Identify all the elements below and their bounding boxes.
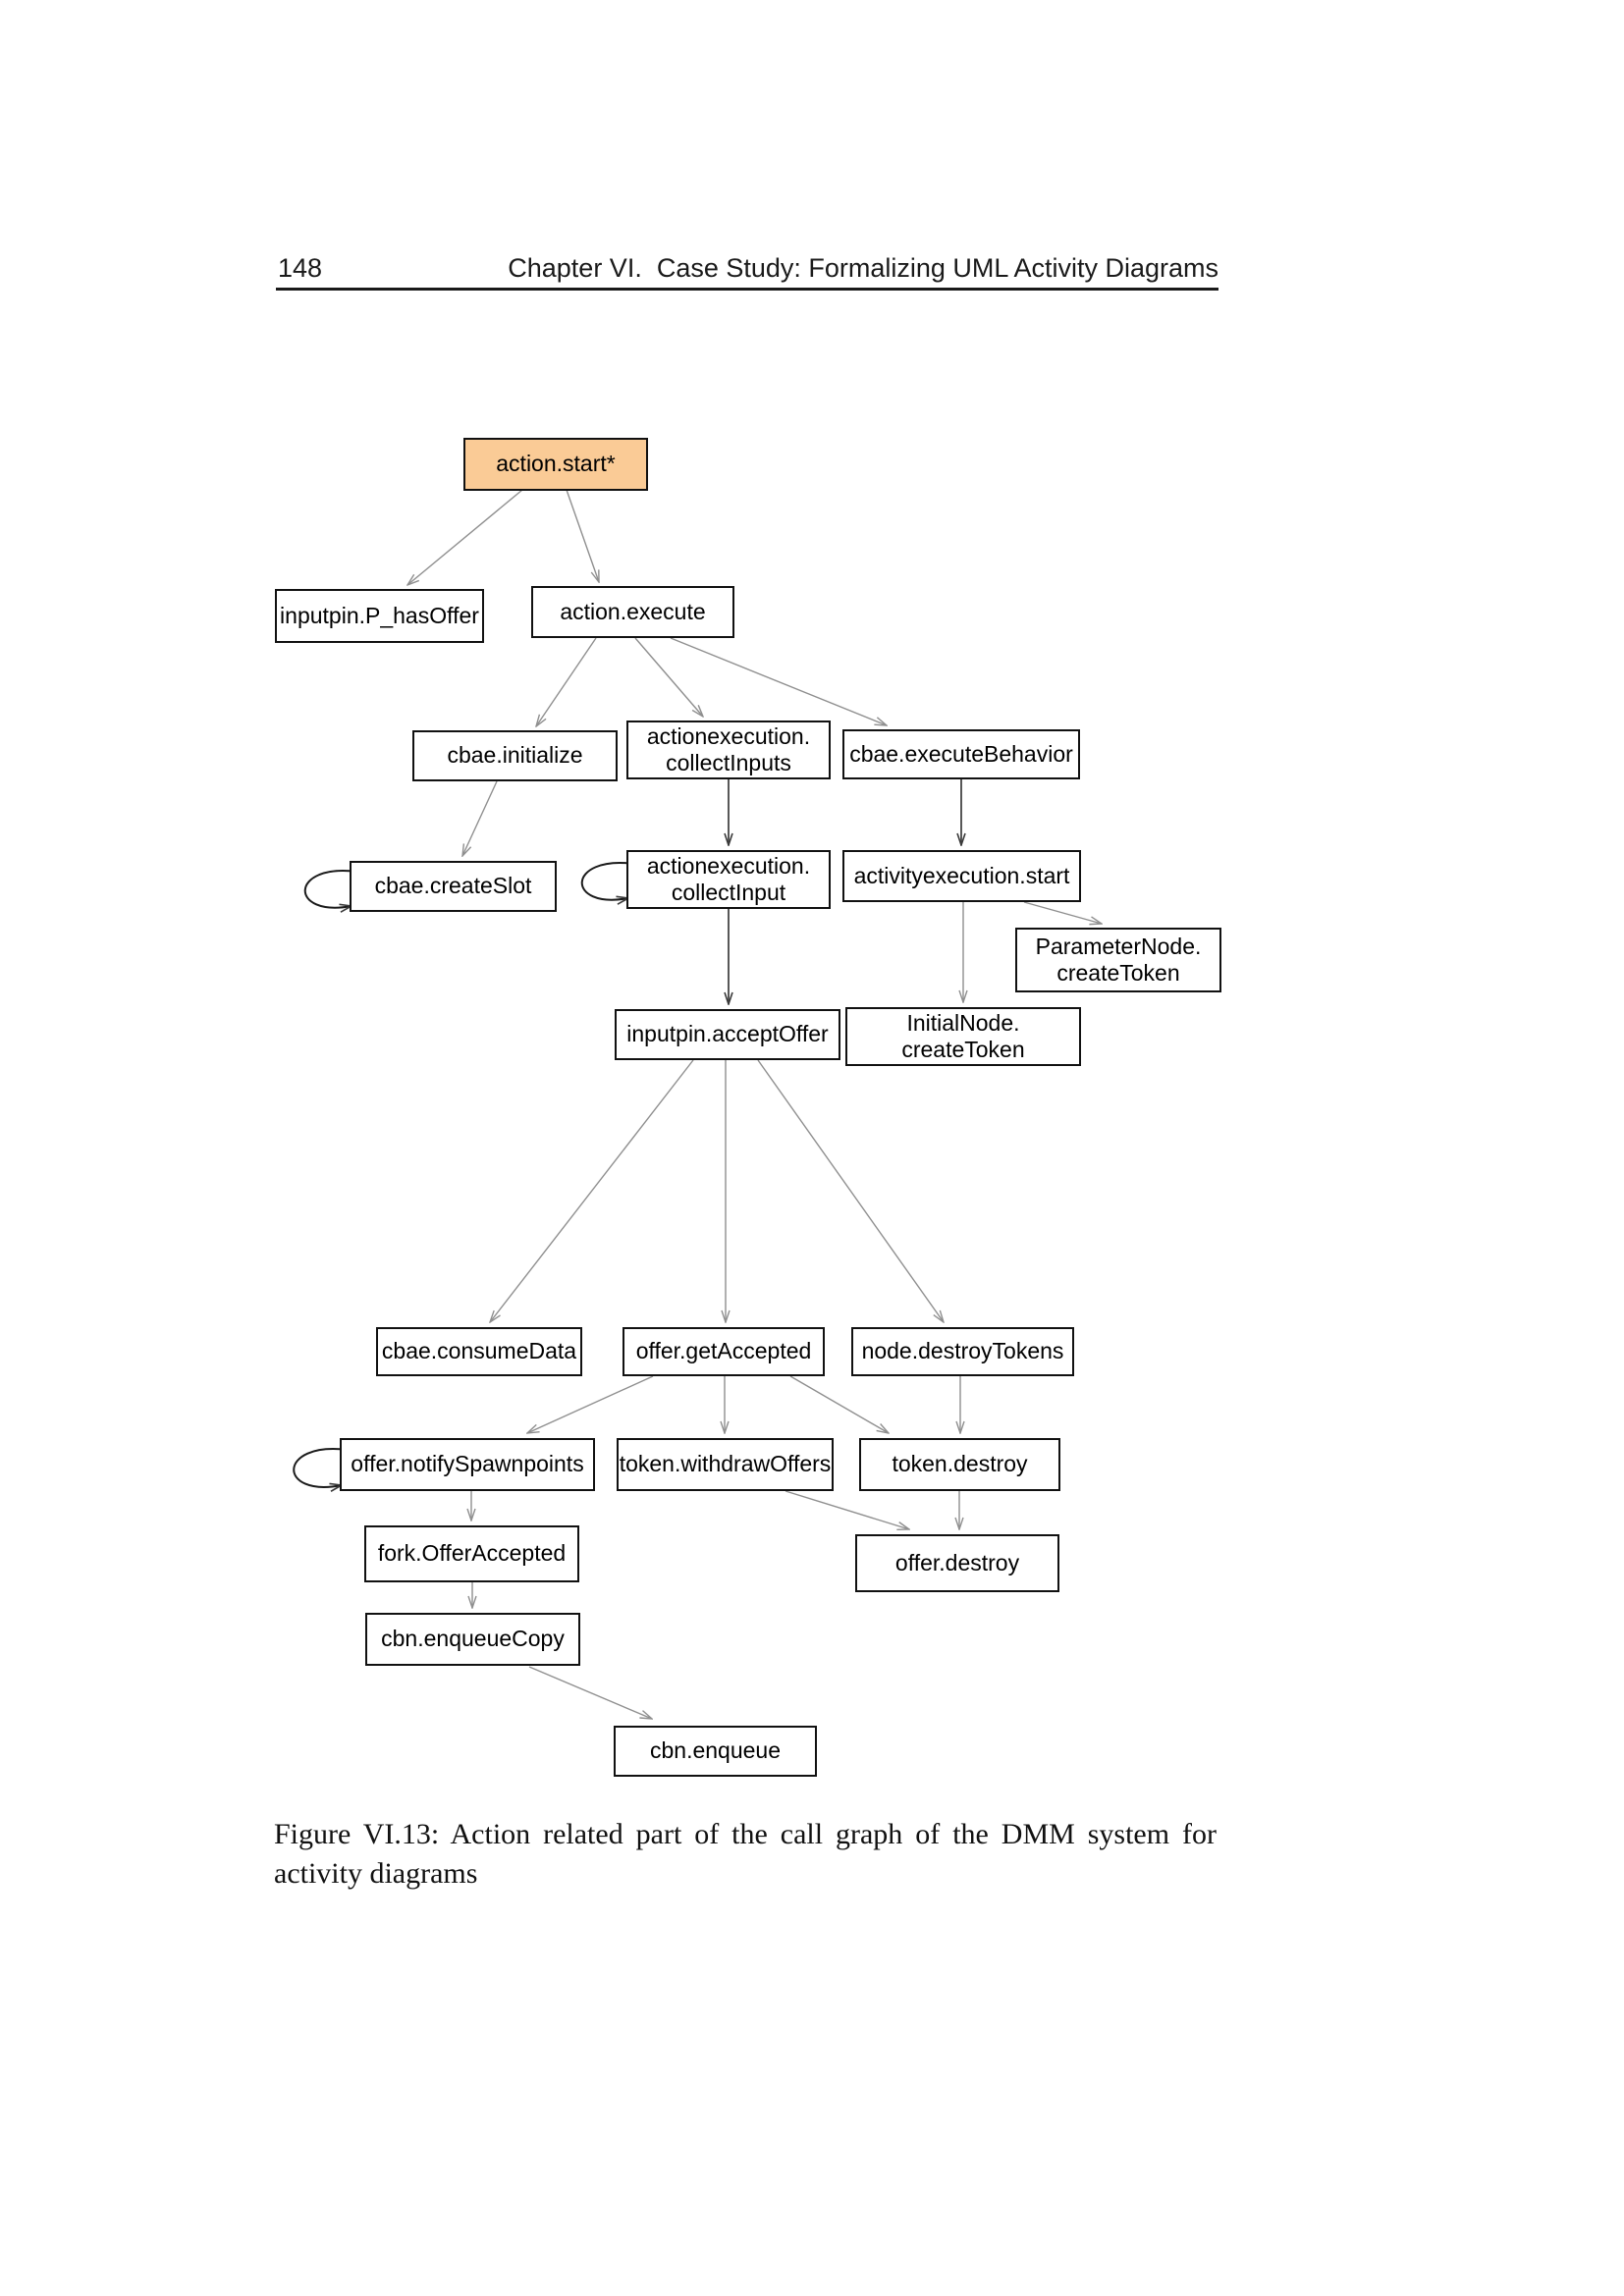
edge-getaccepted-to-token-destroy	[789, 1375, 889, 1433]
node-parameternode-createtoken: ParameterNode. createToken	[1015, 928, 1221, 992]
node-cbae-createslot: cbae.createSlot	[350, 861, 557, 912]
node-activityexecution-start: activityexecution.start	[842, 850, 1081, 902]
node-label: inputpin.P_hasOffer	[280, 602, 479, 628]
node-offer-getaccepted: offer.getAccepted	[623, 1327, 825, 1376]
node-label: activityexecution.start	[853, 862, 1070, 888]
node-cbae-initialize: cbae.initialize	[412, 730, 618, 781]
node-label: InitialNode.	[906, 1009, 1020, 1036]
node-label: fork.OfferAccepted	[377, 1540, 567, 1567]
node-cbae-executebehavior: cbae.executeBehavior	[842, 729, 1080, 779]
node-label: cbae.executeBehavior	[849, 740, 1073, 767]
node-cbae-consumedata: cbae.consumeData	[376, 1327, 582, 1376]
node-label: offer.getAccepted	[635, 1338, 812, 1364]
node-label: cbn.enqueue	[649, 1737, 781, 1764]
node-cbn-enqueue: cbn.enqueue	[614, 1726, 817, 1777]
node-label: collectInput	[671, 880, 786, 905]
edge-action-execute-to-collectinputs	[634, 637, 703, 717]
edge-withdrawoffers-to-offer-destroy	[785, 1490, 909, 1529]
edge-activityexecution-start-to-parameternode-createtoken	[1023, 901, 1102, 924]
edge-action-start-to-inputpin-p-hasoffer	[407, 489, 523, 585]
node-label: actionexecution.	[646, 852, 811, 879]
node-label: action.start*	[496, 451, 616, 477]
node-inputpin-p-hasoffer: inputpin.P_hasOffer	[275, 589, 484, 643]
node-action-start: action.start*	[463, 438, 648, 491]
node-label: inputpin.acceptOffer	[626, 1021, 829, 1047]
node-label: cbae.createSlot	[374, 873, 532, 899]
edge-action-start-to-action-execute	[566, 489, 599, 582]
edge-acceptoffer-to-cbae-consumedata	[490, 1059, 694, 1322]
node-label: createToken	[901, 1037, 1025, 1062]
figure-caption-line-1: Figure VI.13: Action related part of the…	[274, 1818, 1217, 1850]
node-node-destroytokens: node.destroyTokens	[851, 1327, 1074, 1376]
edge-cbn-enqueuecopy-to-cbn-enqueue	[528, 1666, 652, 1719]
node-label: actionexecution.	[646, 722, 811, 749]
edge-action-execute-to-cbae-executebehavior	[670, 637, 887, 725]
figure-caption-line-2: activity diagrams	[274, 1857, 478, 1890]
node-token-destroy: token.destroy	[859, 1438, 1060, 1491]
node-fork-offeraccepted: fork.OfferAccepted	[364, 1525, 579, 1582]
node-label: cbn.enqueueCopy	[381, 1626, 565, 1652]
node-label: node.destroyTokens	[861, 1338, 1064, 1364]
running-header: 148 Chapter VI. Case Study: Formalizing …	[278, 253, 1218, 284]
node-initialnode-createtoken: InitialNode. createToken	[845, 1007, 1081, 1066]
node-label: action.execute	[560, 598, 706, 624]
node-offer-destroy: offer.destroy	[855, 1534, 1059, 1592]
page-number: 148	[278, 253, 323, 283]
node-label: token.destroy	[892, 1451, 1028, 1477]
figure-caption: Figure VI.13: Action related part of the…	[274, 1815, 1217, 1894]
edge-cbae-initialize-to-cbae-createslot	[462, 780, 498, 856]
node-label: cbae.consumeData	[381, 1338, 577, 1364]
node-label: createToken	[1056, 960, 1180, 986]
node-actionexecution-collectinputs: actionexecution. collectInputs	[626, 721, 831, 779]
node-actionexecution-collectinput: actionexecution. collectInput	[626, 850, 831, 909]
edge-getaccepted-to-notifyspawnpoints	[527, 1375, 654, 1433]
edge-acceptoffer-to-node-destroytokens	[757, 1059, 944, 1322]
node-inputpin-acceptoffer: inputpin.acceptOffer	[615, 1009, 840, 1060]
node-action-execute: action.execute	[531, 586, 734, 638]
edge-action-execute-to-cbae-initialize	[536, 637, 597, 726]
node-cbn-enqueuecopy: cbn.enqueueCopy	[365, 1613, 580, 1666]
node-token-withdrawoffers: token.withdrawOffers	[617, 1438, 834, 1491]
node-label: ParameterNode.	[1035, 933, 1202, 959]
node-offer-notifyspawnpoints: offer.notifySpawnpoints	[340, 1438, 595, 1491]
node-label: collectInputs	[666, 750, 791, 775]
chapter-title: Chapter VI. Case Study: Formalizing UML …	[508, 253, 1218, 283]
node-label: token.withdrawOffers	[619, 1451, 832, 1477]
node-label: offer.destroy	[894, 1549, 1020, 1575]
node-label: offer.notifySpawnpoints	[351, 1451, 584, 1477]
header-rule	[276, 288, 1218, 291]
node-label: cbae.initialize	[447, 742, 583, 769]
